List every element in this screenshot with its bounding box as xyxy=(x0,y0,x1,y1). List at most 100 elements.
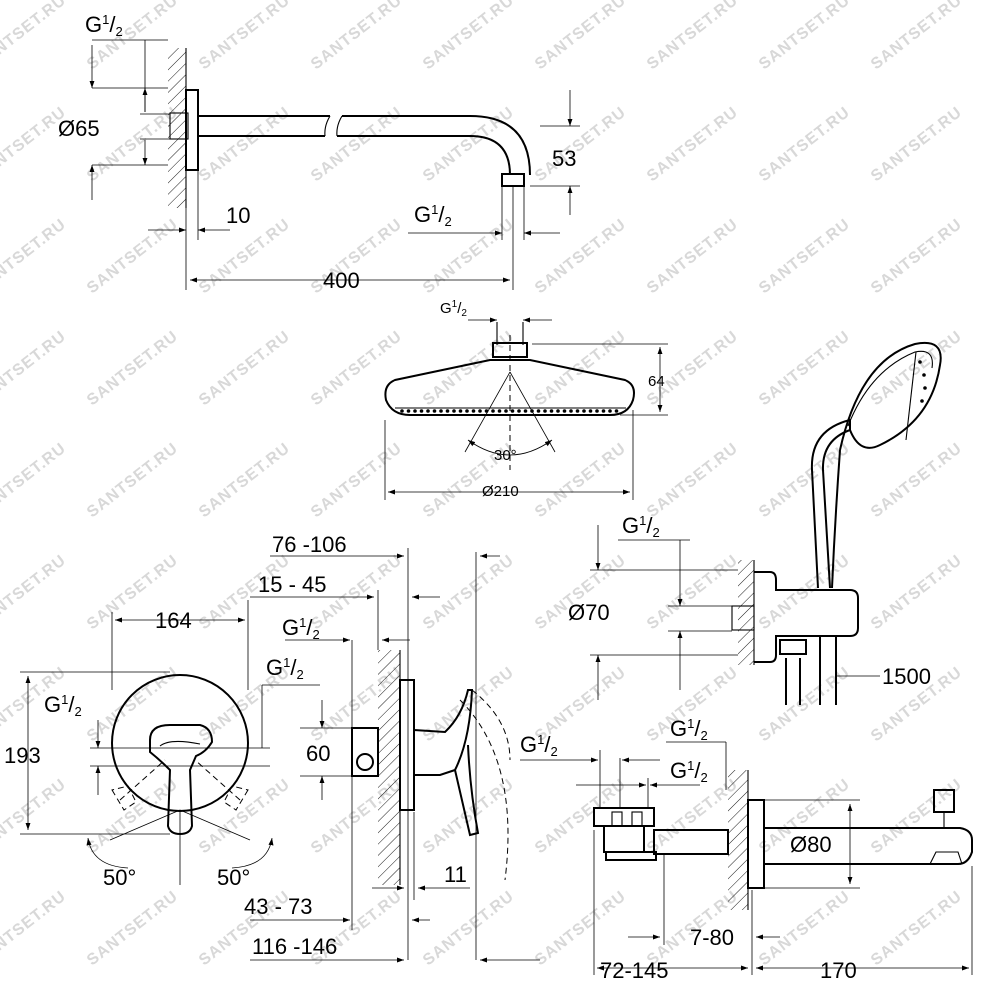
head-diameter: Ø210 xyxy=(482,483,519,500)
nozzle-dot xyxy=(608,409,612,413)
arm-end-thread-label: G1/2 xyxy=(414,202,452,229)
watermark-text: SANTSET.RU xyxy=(532,104,630,185)
nozzle-dot xyxy=(471,409,476,413)
watermark-text: SANTSET.RU xyxy=(532,776,630,857)
watermark-text: SANTSET.RU xyxy=(644,104,742,185)
watermark-text: SANTSET.RU xyxy=(308,328,406,409)
watermark-text: SANTSET.RU xyxy=(532,888,630,969)
spout-diameter: Ø80 xyxy=(790,832,832,857)
head-thread-label: G1/2 xyxy=(440,299,467,319)
nozzle-dot xyxy=(595,409,599,413)
hand-shower-drawing: G1/2 Ø70 1500 xyxy=(568,342,942,705)
watermark-text: SANTSET.RU xyxy=(868,776,966,857)
spout-projection: 170 xyxy=(820,958,857,983)
side-thread-2-label: G1/2 xyxy=(266,655,304,682)
mixer-front-drawing: 164 193 G1/2 50° 50° xyxy=(4,600,274,890)
watermark-text: SANTSET.RU xyxy=(756,888,854,969)
watermark-text: SANTSET.RU xyxy=(644,216,742,297)
watermark-text: SANTSET.RU xyxy=(196,776,294,857)
spout-body-range: 72-145 xyxy=(600,958,669,983)
watermark-text: SANTSET.RU xyxy=(644,328,742,409)
nozzle-dot xyxy=(478,409,482,413)
watermark-text: SANTSET.RU xyxy=(532,0,630,73)
arm-length: 400 xyxy=(323,268,360,293)
side-lever-gap: 11 xyxy=(444,862,467,887)
nozzle-dot xyxy=(465,409,469,413)
nozzle-dot xyxy=(588,409,593,413)
watermark-text: SANTSET.RU xyxy=(868,104,966,185)
head-angle: 30° xyxy=(494,447,517,464)
watermark-text: SANTSET.RU xyxy=(84,216,182,297)
watermark-text: SANTSET.RU xyxy=(868,552,966,633)
nozzle-dot xyxy=(426,409,430,413)
head-shower-nozzles xyxy=(400,409,619,413)
watermark-text: SANTSET.RU xyxy=(756,104,854,185)
watermark-text: SANTSET.RU xyxy=(0,0,70,73)
head-height: 64 xyxy=(648,373,665,390)
arm-drop-height: 53 xyxy=(552,146,576,171)
nozzle-dot xyxy=(536,409,541,413)
nozzle-dot xyxy=(556,409,560,413)
nozzle-dot xyxy=(419,409,424,413)
watermark-text: SANTSET.RU xyxy=(756,216,854,297)
watermark-text: SANTSET.RU xyxy=(868,0,966,73)
arm-wall-gap: 10 xyxy=(226,203,250,228)
watermark-text: SANTSET.RU xyxy=(532,328,630,409)
watermark-text: SANTSET.RU xyxy=(0,440,70,521)
head-shower-drawing: G1/2 64 30° Ø210 xyxy=(384,299,668,500)
nozzle-dot xyxy=(575,409,580,413)
spout-thread-2-label: G1/2 xyxy=(670,716,708,743)
watermark-text: SANTSET.RU xyxy=(644,552,742,633)
watermark-text: SANTSET.RU xyxy=(84,440,182,521)
watermark-text: SANTSET.RU xyxy=(0,776,70,857)
nozzle-dot xyxy=(452,409,456,413)
watermark-text: SANTSET.RU xyxy=(84,888,182,969)
nozzle-dot xyxy=(523,409,528,413)
watermark-text: SANTSET.RU xyxy=(196,440,294,521)
mixer-angle-right: 50° xyxy=(217,865,250,890)
spout-thread-1-label: G1/2 xyxy=(520,732,558,759)
mixer-thread-label: G1/2 xyxy=(44,692,82,719)
nozzle-dot xyxy=(497,409,502,413)
nozzle-dot xyxy=(504,409,508,413)
nozzle-dot xyxy=(601,409,606,413)
watermark-text: SANTSET.RU xyxy=(308,440,406,521)
watermark-text: SANTSET.RU xyxy=(0,328,70,409)
watermark-text: SANTSET.RU xyxy=(644,664,742,745)
watermark-text: SANTSET.RU xyxy=(644,0,742,73)
watermark-text: SANTSET.RU xyxy=(420,552,518,633)
nozzle-dot xyxy=(491,409,495,413)
watermark-text: SANTSET.RU xyxy=(0,552,70,633)
watermark-text: SANTSET.RU xyxy=(420,888,518,969)
nozzle-dot xyxy=(406,409,411,413)
nozzle-dot xyxy=(413,409,417,413)
nozzle-dot xyxy=(543,409,547,413)
side-thread-1-label: G1/2 xyxy=(282,615,320,642)
arm-rosette-diameter: Ø65 xyxy=(58,116,100,141)
watermark-text: SANTSET.RU xyxy=(868,440,966,521)
side-depth-1: 76 -106 xyxy=(272,532,347,557)
watermark-text: SANTSET.RU xyxy=(532,216,630,297)
nozzle-dot xyxy=(562,409,567,413)
shower-arm-drawing: G1/2 Ø65 10 400 53 G1/2 xyxy=(58,12,580,293)
watermark-text: SANTSET.RU xyxy=(308,0,406,73)
watermark-text: SANTSET.RU xyxy=(868,328,966,409)
watermark-text: SANTSET.RU xyxy=(756,328,854,409)
spout-thread-3-label: G1/2 xyxy=(670,758,708,785)
watermark-text: SANTSET.RU xyxy=(196,0,294,73)
watermark-text: SANTSET.RU xyxy=(868,888,966,969)
nozzle-dot xyxy=(614,409,619,413)
nozzle-dot xyxy=(432,409,437,413)
mixer-angle-left: 50° xyxy=(103,865,136,890)
hand-thread-label: G1/2 xyxy=(622,513,660,540)
watermark-text: SANTSET.RU xyxy=(532,440,630,521)
watermark-text: SANTSET.RU xyxy=(644,776,742,857)
nozzle-dot xyxy=(400,409,404,413)
nozzle-dot xyxy=(458,409,463,413)
watermark-text: SANTSET.RU xyxy=(420,216,518,297)
hose-length: 1500 xyxy=(882,664,931,689)
watermark-text: SANTSET.RU xyxy=(756,0,854,73)
side-depth-2: 15 - 45 xyxy=(258,572,327,597)
hand-diameter: Ø70 xyxy=(568,600,610,625)
